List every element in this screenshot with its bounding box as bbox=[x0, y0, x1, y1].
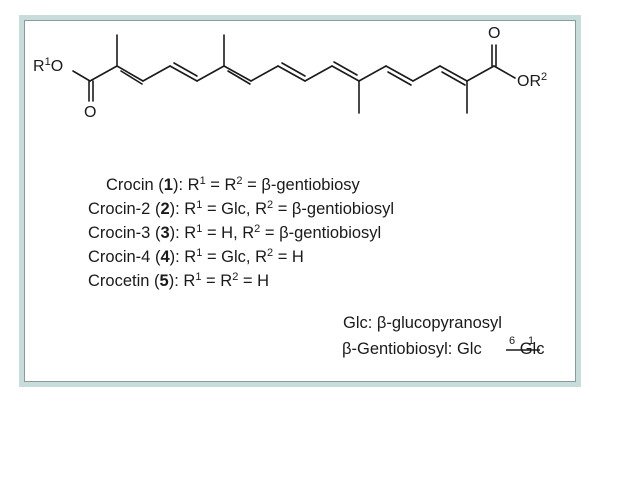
compound-line-2: Crocin-2 (2): R1 = Glc, R2 = β-gentiobio… bbox=[88, 199, 395, 218]
glycosidic-bond-line bbox=[506, 349, 540, 351]
compound-line-5: Crocetin (5): R1 = R2 = H bbox=[88, 271, 270, 290]
compound-line-4: Crocin-4 (4): R1 = Glc, R2 = H bbox=[88, 247, 304, 266]
carbonyl-oxygen-right: O bbox=[488, 25, 501, 42]
glc-definition: Glc: β-glucopyranosyl bbox=[343, 314, 502, 332]
r1o-label: R1O bbox=[33, 56, 64, 75]
crocetin-skeleton-structure bbox=[72, 34, 516, 114]
compound-line-3: Crocin-3 (3): R1 = H, R2 = β-gentiobiosy… bbox=[88, 223, 382, 242]
carbonyl-oxygen-left: O bbox=[84, 104, 97, 121]
linkage-1: 1 bbox=[528, 335, 535, 347]
linkage-6: 6 bbox=[509, 335, 516, 347]
or2-label: OR2 bbox=[517, 71, 548, 90]
figure-panel: R1O O O OR2 Crocin (1): R1 = R2 = β-gent… bbox=[24, 20, 576, 382]
compound-line-1: Crocin (1): R1 = R2 = β-gentiobiosy bbox=[106, 175, 360, 194]
